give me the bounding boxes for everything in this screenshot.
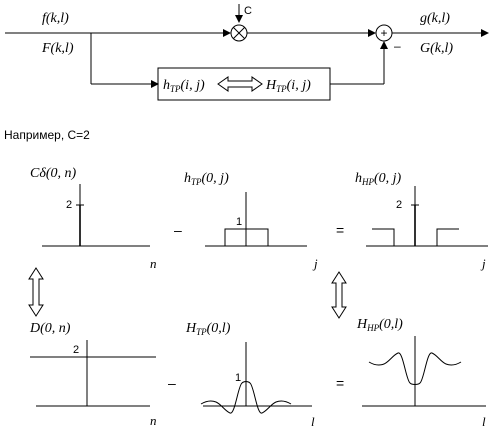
plot-scaled-spectrum: D(0, n) 2 n — [29, 321, 157, 428]
plot-highpass-spatial: hHP(0, j) 2 j — [355, 171, 488, 271]
tick-label: 2 — [73, 344, 79, 356]
axis-label: l — [311, 414, 315, 429]
block-diagram: f(k,l) F(k,l) C + – g(k,l) G(k,l) — [5, 4, 489, 101]
tick-label: 1 — [236, 216, 242, 228]
gain-label: C — [244, 5, 252, 17]
tick-label: 2 — [66, 199, 72, 211]
plot-title: HHP(0,l) — [356, 317, 403, 333]
axis-label: n — [150, 256, 157, 271]
plot-title: D(0, n) — [29, 321, 71, 336]
plot-title: hTP(0, j) — [184, 171, 229, 187]
multiplier-node — [230, 24, 248, 42]
input-frequency-label: F(k,l) — [41, 41, 74, 56]
output-frequency-label: G(k,l) — [420, 41, 453, 56]
output-spatial-label: g(k,l) — [420, 11, 450, 26]
plot-lowpass-spatial: hTP(0, j) 1 j — [184, 171, 318, 271]
example-caption: Например, C=2 — [4, 128, 90, 142]
sinc-curve — [200, 381, 292, 414]
axis-label: n — [150, 413, 157, 428]
operator-equals-top: = — [336, 222, 344, 238]
axis-label: j — [480, 256, 486, 271]
tick-label: 1 — [235, 372, 241, 384]
double-arrow-left-icon — [28, 267, 44, 317]
axis-label: j — [312, 256, 318, 271]
filter-frequency-label: HTP(i, j) — [265, 78, 311, 94]
highpass-shape-right — [436, 228, 459, 246]
filter-spatial-label: hTP(i, j) — [163, 78, 205, 94]
plot-scaled-delta: Cδ(0, n) 2 n — [30, 166, 157, 271]
axis-label: l — [482, 414, 486, 429]
plus-sign: + — [380, 26, 387, 40]
operator-equals-bottom: = — [336, 375, 344, 391]
adder-node: + — [375, 24, 393, 42]
plot-highpass-frequency: HHP(0,l) l — [356, 317, 486, 429]
double-arrow-right-icon — [331, 271, 347, 319]
plot-title: Cδ(0, n) — [30, 166, 77, 181]
rect-pulse — [224, 228, 269, 246]
plot-title: hHP(0, j) — [355, 171, 402, 187]
input-spatial-label: f(k,l) — [42, 11, 69, 26]
plot-title: HTP(0,l) — [185, 321, 231, 337]
highpass-shape — [372, 228, 395, 246]
minus-sign: – — [394, 39, 401, 53]
operator-minus-bottom: – — [168, 375, 176, 391]
inverted-sinc-curve — [368, 352, 462, 385]
operator-minus-top: – — [174, 222, 182, 238]
plot-lowpass-frequency: HTP(0,l) 1 l — [185, 321, 315, 429]
double-arrow-icon — [217, 76, 263, 92]
tick-label: 2 — [396, 199, 402, 211]
